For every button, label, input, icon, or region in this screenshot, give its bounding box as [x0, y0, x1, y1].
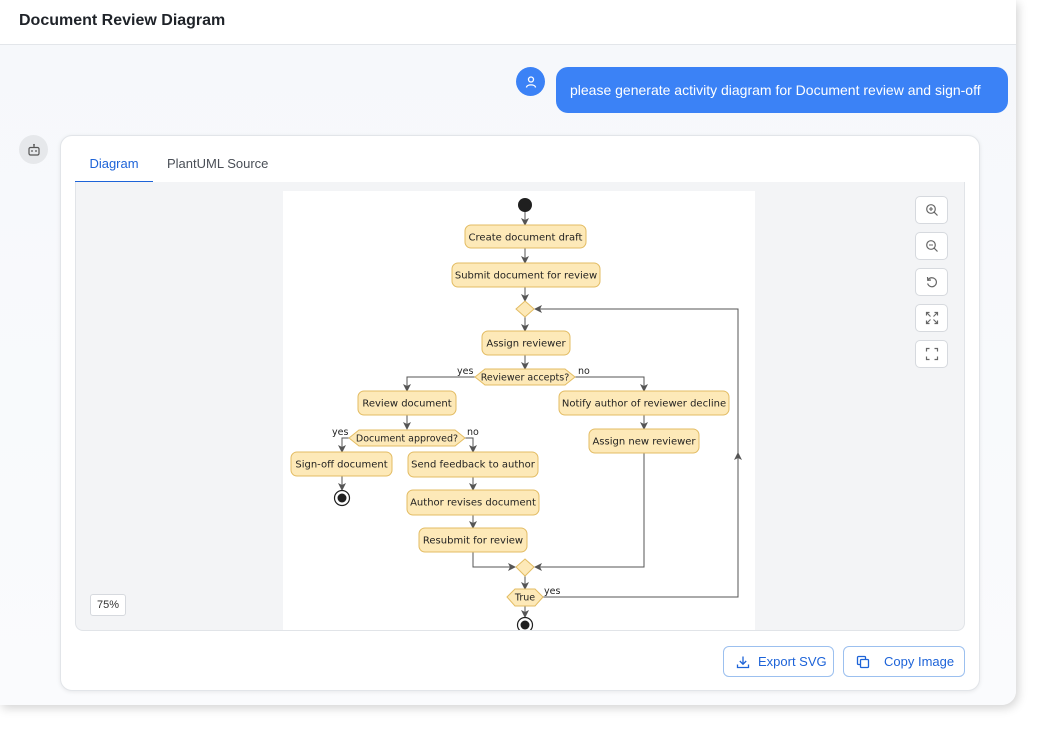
- activity-submit-review: Submit document for review: [451, 262, 601, 288]
- bot-response-card: Diagram PlantUML Source: [60, 135, 980, 691]
- edge-label-yes-approved: yes: [332, 427, 348, 438]
- svg-text:Notify author of reviewer decl: Notify author of reviewer decline: [562, 399, 726, 410]
- app-header: Document Review Diagram: [0, 0, 1016, 45]
- zoom-out-button[interactable]: [915, 232, 948, 260]
- svg-text:Assign new reviewer: Assign new reviewer: [592, 437, 696, 448]
- end-node-signoff: [333, 489, 351, 507]
- edge-label-yes-accepts: yes: [457, 366, 473, 377]
- end-node-final: [516, 616, 534, 630]
- zoom-out-icon: [925, 240, 938, 252]
- zoom-level-indicator: 75%: [90, 594, 126, 616]
- user-icon: [525, 75, 536, 88]
- edge-label-yes-loop: yes: [544, 586, 560, 597]
- bot-icon: [27, 143, 40, 156]
- fit-screen-icon: [925, 311, 938, 325]
- activity-author-revises: Author revises document: [406, 489, 540, 516]
- decision-loop-true: True: [506, 588, 544, 607]
- reset-icon: [926, 276, 937, 288]
- svg-text:Send feedback to author: Send feedback to author: [411, 460, 536, 471]
- activity-resubmit: Resubmit for review: [418, 527, 528, 553]
- page-title: Document Review Diagram: [19, 12, 226, 29]
- tab-diagram[interactable]: Diagram: [75, 150, 153, 183]
- activity-assign-reviewer: Assign reviewer: [481, 330, 571, 356]
- svg-text:Author revises document: Author revises document: [410, 498, 536, 509]
- svg-text:Resubmit for review: Resubmit for review: [423, 536, 523, 547]
- svg-text:Submit document for review: Submit document for review: [455, 271, 597, 282]
- zoom-in-button[interactable]: [915, 196, 948, 224]
- reset-zoom-button[interactable]: [915, 268, 948, 296]
- decision-reviewer-accepts: Reviewer accepts?: [474, 368, 576, 386]
- activity-review-document: Review document: [357, 390, 457, 416]
- export-svg-label: Export SVG: [758, 654, 827, 669]
- activity-diagram: Create document draft Submit document fo…: [290, 198, 742, 630]
- svg-text:Document approved?: Document approved?: [356, 434, 458, 445]
- activity-assign-new-reviewer: Assign new reviewer: [588, 428, 700, 454]
- app-window: Document Review Diagram please generate …: [0, 0, 1016, 705]
- svg-text:Assign reviewer: Assign reviewer: [486, 339, 566, 350]
- start-node: [518, 198, 532, 212]
- export-svg-button[interactable]: Export SVG: [723, 646, 834, 677]
- zoom-in-icon: [925, 204, 938, 216]
- copy-icon: [856, 655, 870, 668]
- fullscreen-button[interactable]: [915, 340, 948, 368]
- diagram-sheet: Create document draft Submit document fo…: [283, 191, 755, 630]
- fit-to-screen-button[interactable]: [915, 304, 948, 332]
- activity-send-feedback: Send feedback to author: [407, 451, 539, 478]
- svg-text:Review document: Review document: [362, 399, 451, 410]
- decision-document-approved: Document approved?: [348, 429, 466, 447]
- edge-label-no-approved: no: [467, 427, 479, 438]
- merge-diamond-bottom: [515, 558, 535, 577]
- activity-sign-off: Sign-off document: [290, 451, 393, 477]
- tab-bar: Diagram PlantUML Source: [75, 150, 965, 183]
- edge-label-no-accepts: no: [578, 366, 590, 377]
- svg-text:Sign-off document: Sign-off document: [295, 460, 387, 471]
- merge-diamond-top: [515, 300, 535, 318]
- activity-create-draft: Create document draft: [464, 224, 587, 249]
- user-message-bubble: please generate activity diagram for Doc…: [556, 67, 1008, 113]
- bot-avatar: [19, 135, 48, 164]
- svg-text:Reviewer accepts?: Reviewer accepts?: [481, 373, 570, 384]
- user-avatar: [516, 67, 545, 96]
- svg-text:Create document draft: Create document draft: [469, 233, 583, 244]
- download-icon: [736, 656, 750, 668]
- diagram-canvas[interactable]: Create document draft Submit document fo…: [75, 182, 965, 631]
- copy-image-label: Copy Image: [884, 654, 955, 669]
- activity-notify-decline: Notify author of reviewer decline: [558, 390, 730, 416]
- fullscreen-icon: [925, 347, 938, 361]
- tab-plantuml-source[interactable]: PlantUML Source: [167, 156, 269, 171]
- copy-image-button[interactable]: Copy Image: [843, 646, 965, 677]
- svg-text:True: True: [514, 593, 535, 604]
